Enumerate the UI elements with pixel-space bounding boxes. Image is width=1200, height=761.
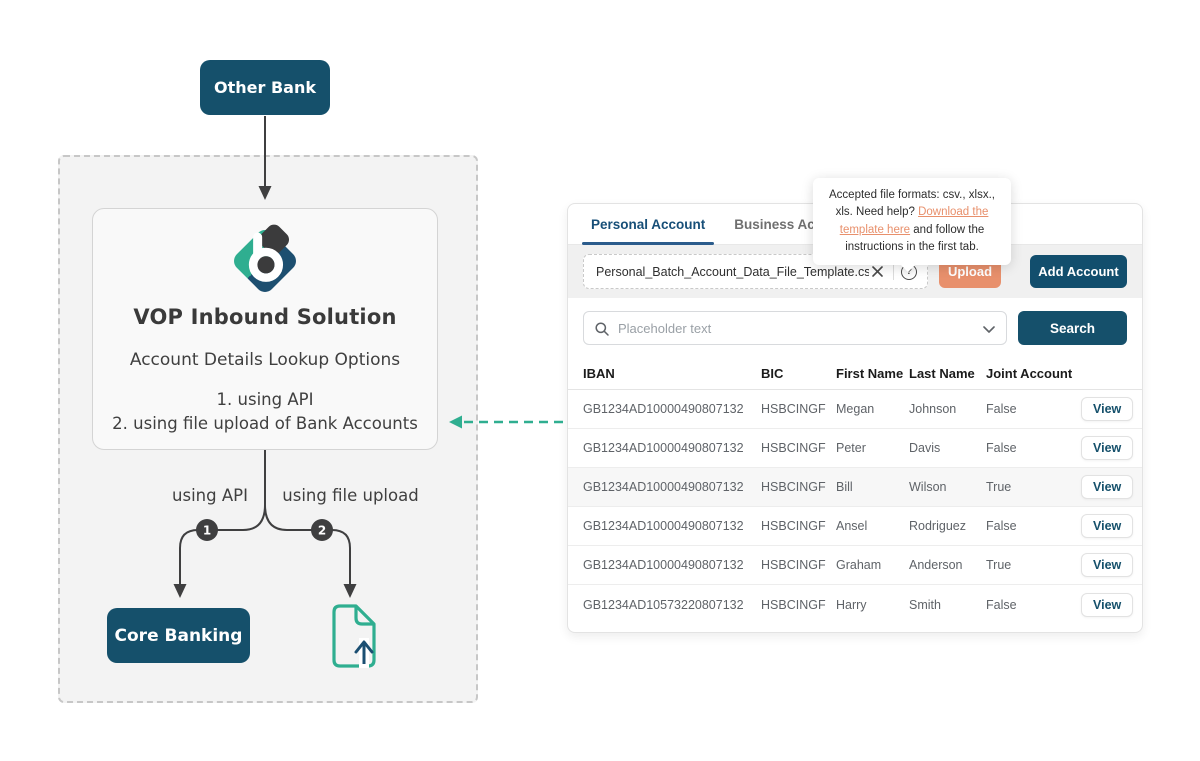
header-iban: IBAN xyxy=(583,365,615,381)
table-cell: HSBCINGF xyxy=(761,480,826,494)
table-cell: GB1234AD10000490807132 xyxy=(583,519,744,533)
header-joint-account: Joint Account xyxy=(986,365,1073,381)
table-cell-actions: View xyxy=(1081,475,1134,499)
table-cell: True xyxy=(986,558,1012,572)
table-cell: True xyxy=(986,480,1012,494)
table-cell: Harry xyxy=(836,597,867,612)
tab-personal-account[interactable]: Personal Account xyxy=(582,204,715,245)
divider xyxy=(893,263,894,280)
table-row: GB1234AD10573220807132 HSBCINGF Harry Smith… xyxy=(568,585,1142,624)
table-cell: False xyxy=(986,441,1017,455)
add-account-button[interactable]: Add Account xyxy=(1030,255,1127,288)
table-row: GB1234AD10000490807132 HSBCINGF Graham Ande… xyxy=(568,546,1142,585)
chevron-down-icon[interactable] xyxy=(983,326,995,333)
table-cell: GB1234AD10000490807132 xyxy=(583,480,744,494)
view-button[interactable]: View xyxy=(1081,553,1134,577)
table-cell-actions: View xyxy=(1081,592,1134,617)
table-cell: False xyxy=(986,597,1017,612)
table-cell: Wilson xyxy=(909,480,947,494)
core-banking-node: Core Banking xyxy=(107,608,250,663)
table-row: GB1234AD10000490807132 HSBCINGF Peter Davis… xyxy=(568,429,1142,468)
table-row: GB1234AD10000490807132 HSBCINGF Bill Wilson… xyxy=(568,468,1142,507)
table-cell: GB1234AD10000490807132 xyxy=(583,441,744,455)
table-cell-actions: View xyxy=(1081,397,1134,421)
search-button[interactable]: Search xyxy=(1018,311,1127,345)
other-bank-node: Other Bank xyxy=(200,60,330,115)
table-cell: GB1234AD10000490807132 xyxy=(583,558,744,572)
close-icon xyxy=(872,266,883,277)
table-cell: Rodriguez xyxy=(909,519,966,533)
view-button[interactable]: View xyxy=(1081,514,1134,538)
clear-file-button[interactable] xyxy=(869,263,886,280)
tooltip-text: Accepted file formats: csv., xlsx., xls.… xyxy=(829,189,995,219)
vop-solution-node: VOP Inbound Solution Account Details Loo… xyxy=(92,208,438,450)
table-cell: Peter xyxy=(836,441,866,455)
header-first-name: First Name xyxy=(836,365,904,381)
table-cell: HSBCINGF xyxy=(761,402,826,416)
core-banking-label: Core Banking xyxy=(114,625,243,646)
view-button[interactable]: View xyxy=(1081,436,1134,460)
accounts-table: IBAN BIC First Name Last Name Joint Acco… xyxy=(568,357,1142,624)
table-cell: HSBCINGF xyxy=(761,441,826,455)
view-button[interactable]: View xyxy=(1081,475,1134,499)
search-box[interactable] xyxy=(583,311,1007,345)
view-button[interactable]: View xyxy=(1081,592,1134,617)
table-cell-actions: View xyxy=(1081,514,1134,538)
accounts-panel: Personal Account Business Account Person… xyxy=(567,203,1143,633)
vop-title: VOP Inbound Solution xyxy=(133,305,397,329)
header-last-name: Last Name xyxy=(909,365,975,381)
table-cell: HSBCINGF xyxy=(761,519,826,533)
table-cell: Davis xyxy=(909,441,941,455)
search-input[interactable] xyxy=(618,320,976,336)
search-icon xyxy=(595,322,609,336)
table-cell: False xyxy=(986,519,1017,533)
download-template-link[interactable]: Download the template here xyxy=(839,206,989,236)
tooltip-text: and follow the instructions in the first… xyxy=(845,223,985,253)
upload-help-tooltip: Accepted file formats: csv., xlsx., xls.… xyxy=(813,178,1011,273)
table-cell: GB1234AD10000490807132 xyxy=(583,402,744,416)
table-cell: Megan xyxy=(836,402,875,416)
selected-file-name: Personal_Batch_Account_Data_File_Templat… xyxy=(596,264,870,279)
vop-option-api: 1. using API xyxy=(216,390,314,409)
table-cell: HSBCINGF xyxy=(761,597,826,612)
branch-label-file-upload: using file upload xyxy=(282,486,419,505)
table-header-row: IBAN BIC First Name Last Name Joint Acco… xyxy=(568,357,1142,390)
table-cell-actions: View xyxy=(1081,553,1134,577)
table-cell: False xyxy=(986,402,1017,416)
vop-subtitle: Account Details Lookup Options xyxy=(129,350,401,370)
search-row: Search xyxy=(568,298,1142,357)
table-cell: Ansel xyxy=(836,519,868,533)
table-cell: Anderson xyxy=(909,558,963,572)
table-cell: HSBCINGF xyxy=(761,558,826,572)
branch-label-api: using API xyxy=(172,486,248,505)
table-cell-actions: View xyxy=(1081,436,1134,460)
table-cell: GB1234AD10573220807132 xyxy=(583,597,744,612)
view-button[interactable]: View xyxy=(1081,397,1134,421)
other-bank-label: Other Bank xyxy=(214,78,316,97)
vop-option-file-upload: 2. using file upload of Bank Accounts xyxy=(112,414,418,433)
header-bic: BIC xyxy=(761,365,784,381)
table-row: GB1234AD10000490807132 HSBCINGF Ansel Rodri… xyxy=(568,507,1142,546)
table-cell: Bill xyxy=(836,480,853,494)
table-row: GB1234AD10000490807132 HSBCINGF Megan Johns… xyxy=(568,390,1142,429)
vop-logo-icon xyxy=(234,224,296,292)
table-cell: Graham xyxy=(836,558,882,572)
table-cell: Smith xyxy=(909,597,941,612)
table-cell: Johnson xyxy=(909,402,957,416)
